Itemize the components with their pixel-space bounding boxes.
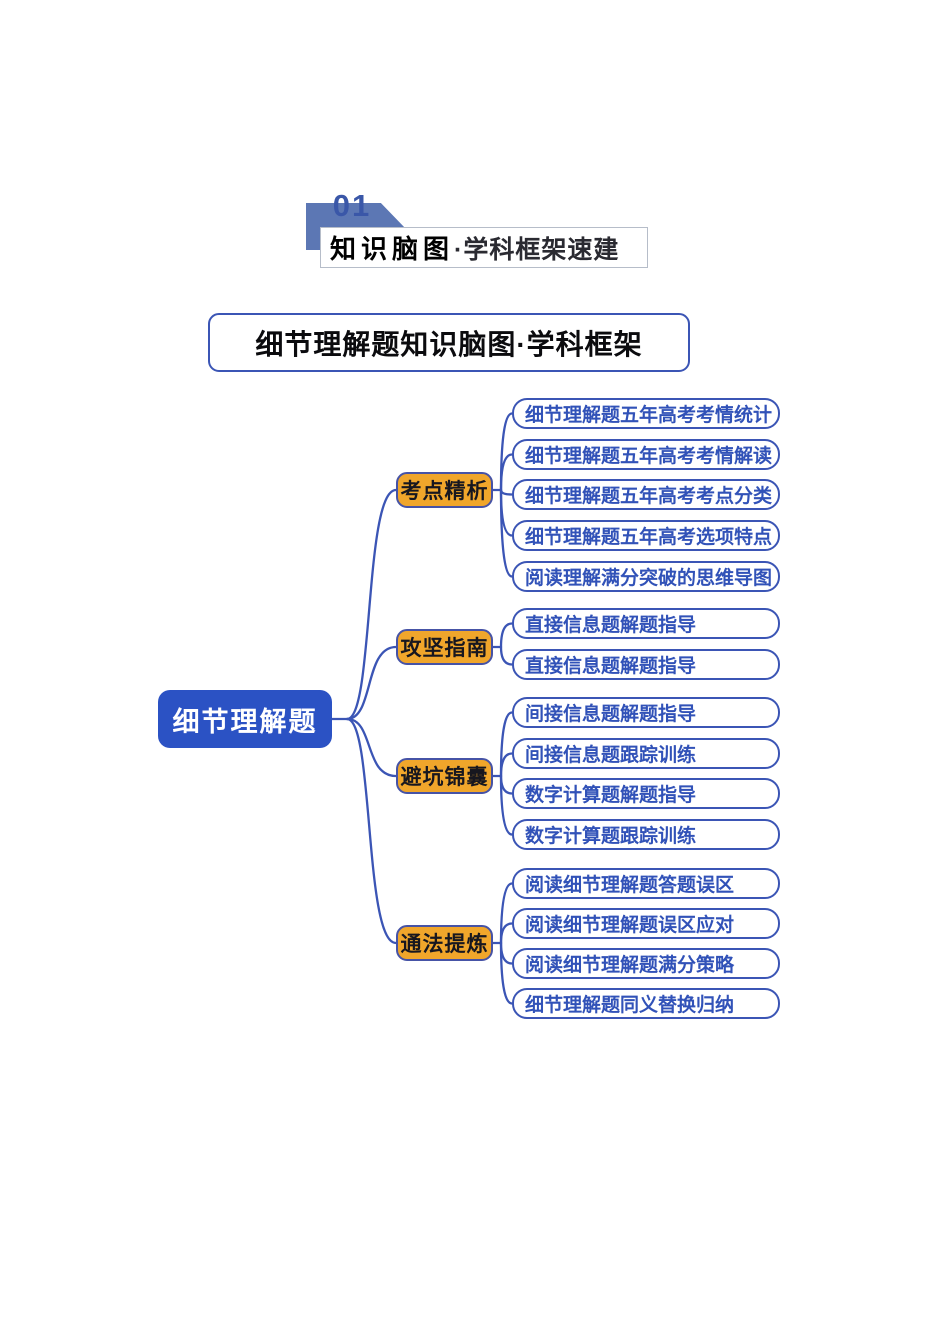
- mindmap-connector-line: [345, 645, 398, 721]
- mindmap-connector-line: [499, 412, 514, 492]
- mindmap-connector-line: [499, 774, 514, 795]
- leaf-node-1-1: 直接信息题解题指导: [512, 649, 780, 680]
- leaf-node-2-0: 间接信息题解题指导: [512, 697, 780, 728]
- leaf-node-0-0: 细节理解题五年高考考情统计: [512, 398, 780, 429]
- branch-node-2: 避坑锦囊: [396, 758, 493, 794]
- mindmap-connector-line: [499, 488, 514, 578]
- leaf-node-3-2: 阅读细节理解题满分策略: [512, 948, 780, 979]
- leaf-node-3-0: 阅读细节理解题答题误区: [512, 868, 780, 899]
- mindmap-connector-line: [499, 752, 514, 778]
- mindmap-connector-line: [499, 922, 514, 945]
- mindmap-title: 细节理解题知识脑图·学科框架: [255, 328, 643, 360]
- mindmap-connector-line: [345, 488, 398, 721]
- mindmap-connector-line: [499, 941, 514, 1005]
- leaf-node-3-3: 细节理解题同义替换归纳: [512, 988, 780, 1019]
- mindmap-connector-line: [499, 645, 514, 666]
- section-title-rest: ·学科框架速建: [454, 235, 620, 264]
- mindmap-connector-line: [499, 622, 514, 649]
- mindmap-connector-line: [499, 453, 514, 492]
- branch-node-1: 攻坚指南: [396, 629, 493, 665]
- leaf-node-2-1: 间接信息题跟踪训练: [512, 738, 780, 769]
- mindmap-connector-line: [499, 941, 514, 965]
- mindmap-connector-line: [345, 717, 398, 945]
- mindmap-connector-line: [499, 774, 514, 836]
- branch-node-3: 通法提炼: [396, 925, 493, 961]
- leaf-node-1-0: 直接信息题解题指导: [512, 608, 780, 639]
- leaf-node-2-2: 数字计算题解题指导: [512, 778, 780, 809]
- leaf-node-0-3: 细节理解题五年高考选项特点: [512, 520, 780, 551]
- mindmap-title-box: 细节理解题知识脑图·学科框架: [208, 313, 690, 372]
- branch-node-0: 考点精析: [396, 472, 493, 508]
- section-title-bold: 知识脑图: [330, 234, 455, 264]
- leaf-node-3-1: 阅读细节理解题误区应对: [512, 908, 780, 939]
- root-node: 细节理解题: [158, 690, 332, 748]
- section-number: 01: [332, 188, 372, 223]
- mindmap-connector-line: [345, 717, 398, 778]
- leaf-node-2-3: 数字计算题跟踪训练: [512, 819, 780, 850]
- mindmap-connector-line: [499, 488, 514, 496]
- leaf-node-0-4: 阅读理解满分突破的思维导图: [512, 561, 780, 592]
- leaf-node-0-2: 细节理解题五年高考考点分类: [512, 479, 780, 510]
- section-title-box: 知识脑图 ·学科框架速建: [320, 227, 648, 268]
- leaf-node-0-1: 细节理解题五年高考考情解读: [512, 439, 780, 470]
